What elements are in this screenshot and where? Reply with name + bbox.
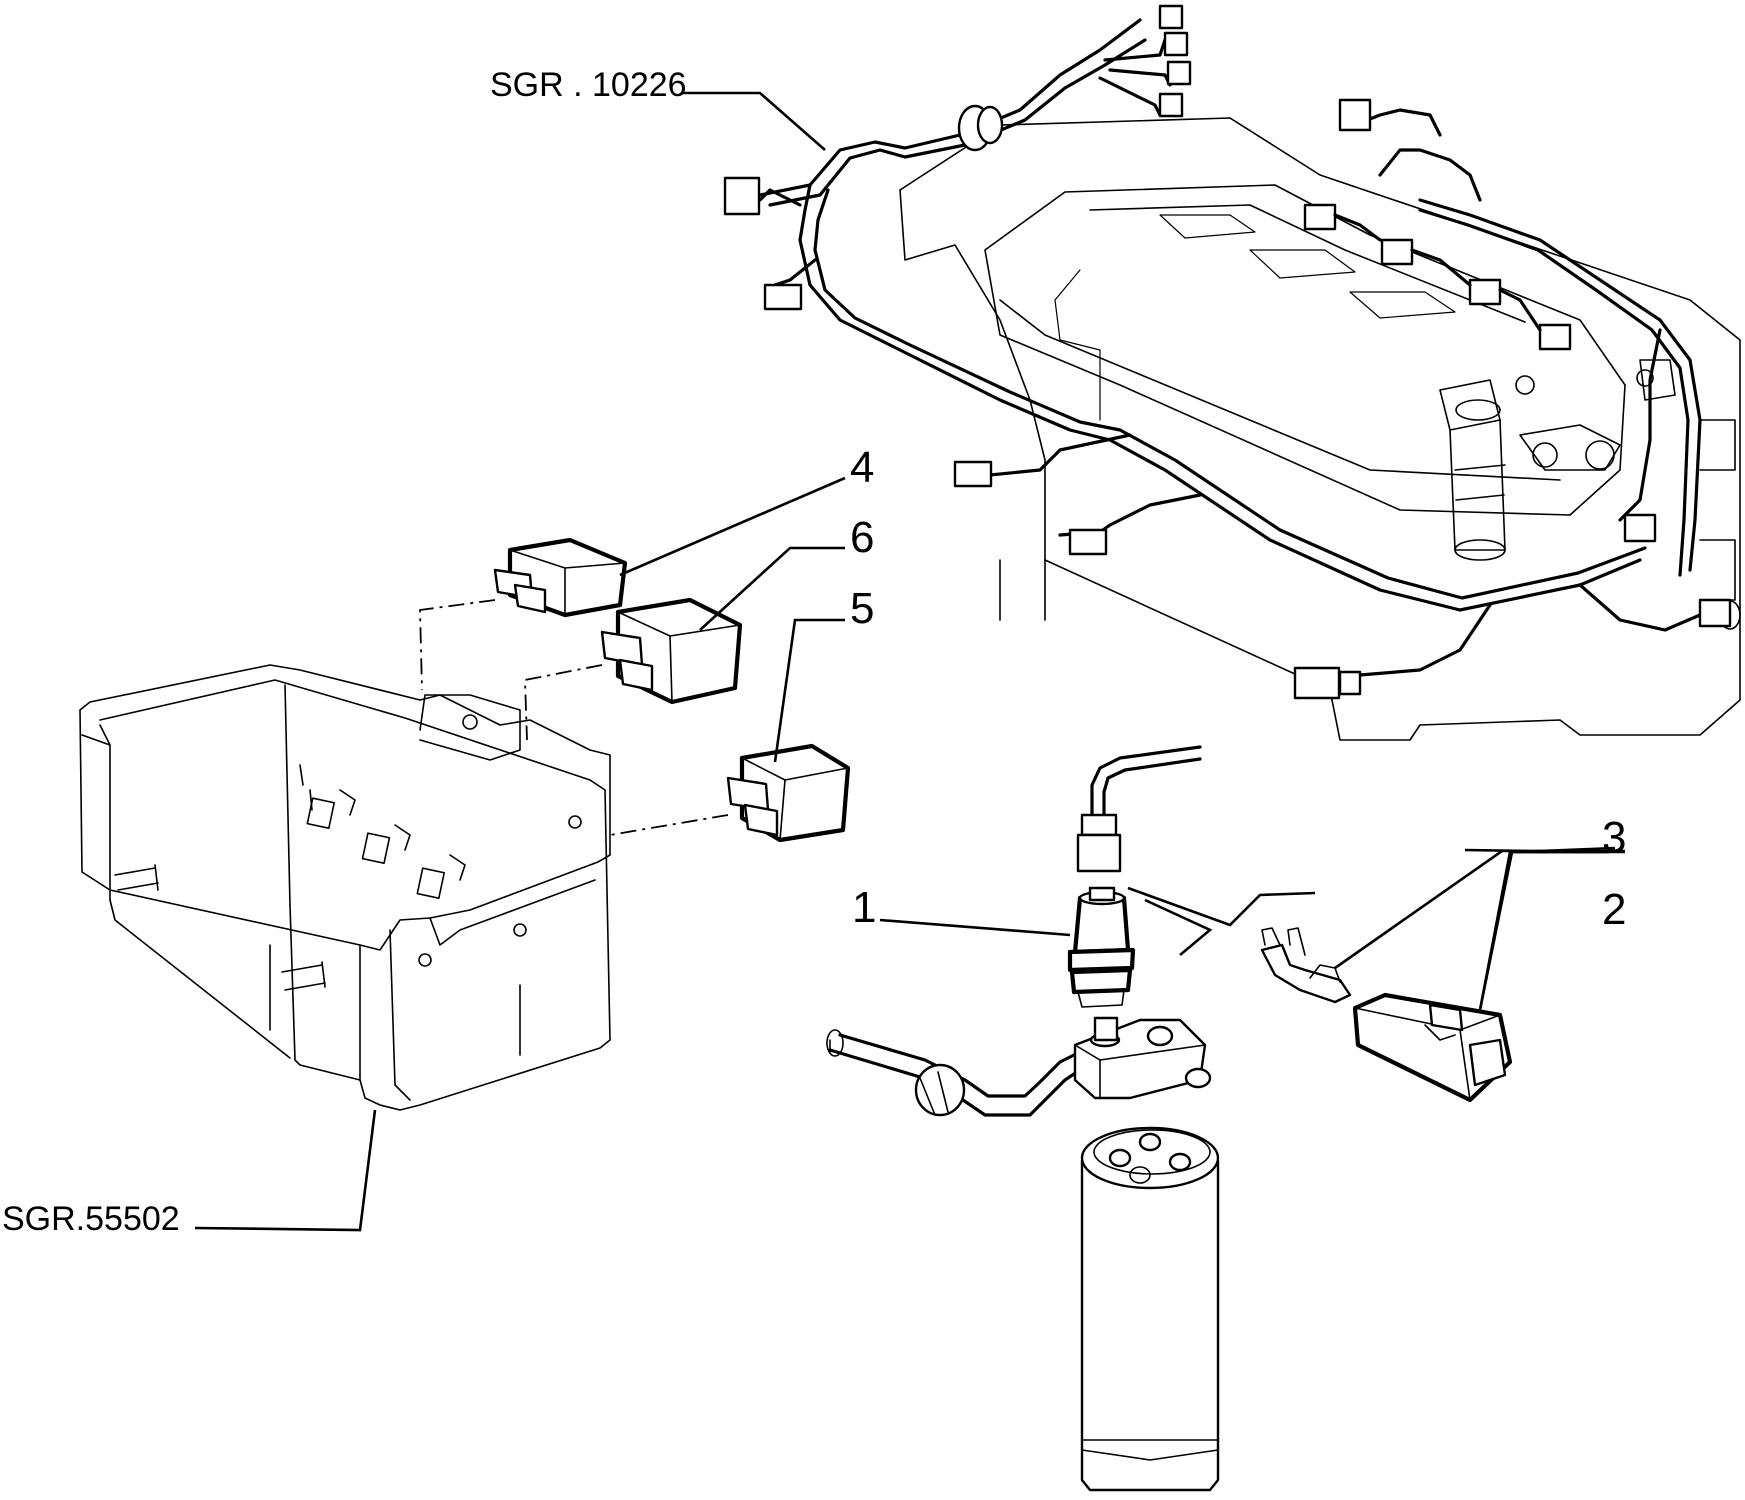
connector-housing (1352, 992, 1513, 1103)
callout-5: 5 (850, 584, 874, 633)
leader-lines-main (1334, 849, 1625, 1011)
pressure-switch-pigtail (1076, 745, 1202, 873)
relay-6 (600, 597, 743, 705)
relay-4 (493, 537, 628, 618)
relay-5 (726, 743, 851, 843)
bracket-reference-label: SGR.55502 (2, 1200, 180, 1238)
pressure-switch (1067, 886, 1136, 1008)
callout-3: 3 (1602, 813, 1626, 862)
wiring-harness (723, 4, 1732, 700)
callout-2: 2 (1602, 885, 1626, 934)
callout-1: 1 (852, 883, 876, 932)
harness-reference-label: SGR . 10226 (490, 66, 687, 104)
terminal (1260, 927, 1352, 1004)
mounting-lines (419, 599, 729, 836)
assembly-bracket-lines (1127, 886, 1316, 956)
relay-bracket (79, 664, 611, 1111)
receiver-drier (826, 1016, 1220, 1492)
callout-4: 4 (850, 443, 874, 492)
callout-6: 6 (850, 513, 874, 562)
engine-block (899, 117, 1741, 741)
